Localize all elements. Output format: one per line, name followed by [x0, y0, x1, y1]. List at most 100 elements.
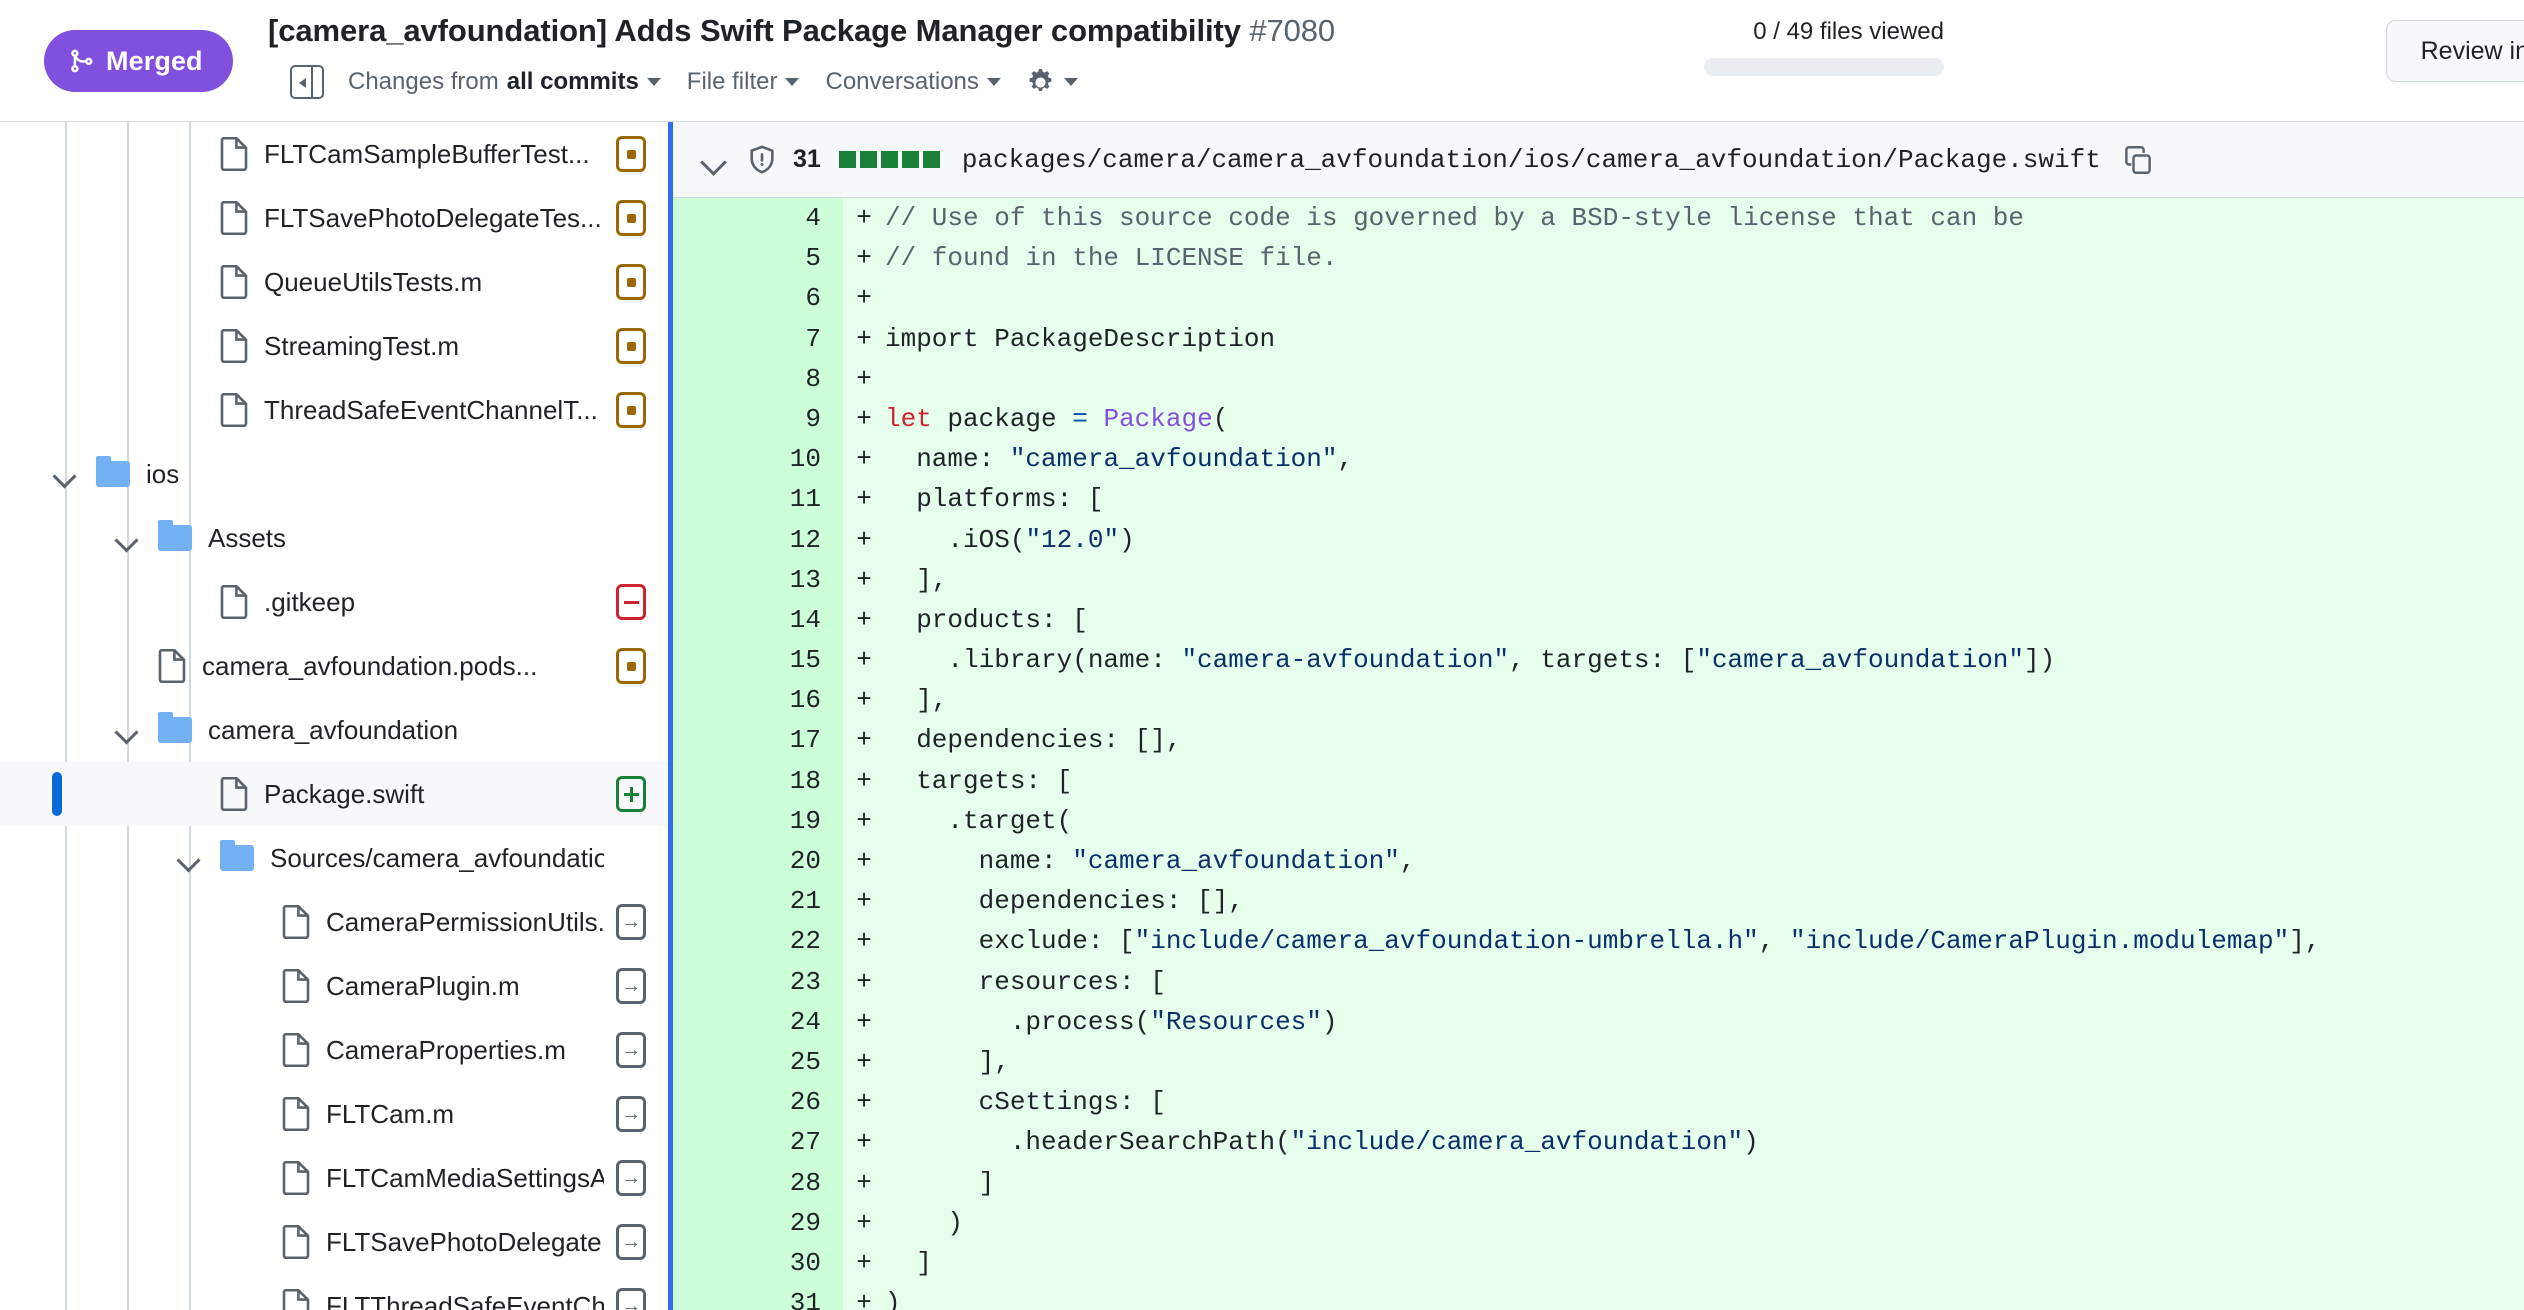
file-status-badge-modified [616, 264, 646, 300]
diff-line[interactable]: 24+ .process("Resources") [673, 1001, 2524, 1042]
diff-line[interactable]: 13+ ], [673, 559, 2524, 600]
diff-line[interactable]: 25+ ], [673, 1041, 2524, 1083]
file-tree-sidebar[interactable]: FLTCamSampleBufferTest...FLTSavePhotoDel… [0, 122, 668, 1310]
diff-line-number: 22 [673, 921, 843, 962]
gear-icon [1027, 68, 1054, 96]
changes-from-value: all commits [506, 68, 639, 95]
tree-file-row[interactable]: Package.swift [0, 762, 668, 826]
diff-settings-dropdown[interactable] [1027, 68, 1078, 96]
chevron-down-icon[interactable] [176, 845, 202, 871]
code-token: "12.0" [1025, 524, 1120, 555]
diff-line-code: .headerSearchPath("include/camera_avfoun… [885, 1122, 1759, 1162]
tree-indent-spacer [0, 410, 176, 411]
tree-indent-spacer [0, 1306, 238, 1307]
tree-folder-row[interactable]: ios [0, 442, 668, 506]
diff-line[interactable]: 28+ ] [673, 1162, 2524, 1203]
code-token: , [1399, 846, 1416, 876]
diff-line-marker: + [856, 283, 872, 314]
copy-path-icon[interactable] [2123, 144, 2153, 176]
diff-line-number: 9 [673, 398, 843, 440]
chevron-down-icon[interactable] [114, 717, 140, 743]
diff-line[interactable]: 9+let package = Package( [673, 398, 2524, 440]
file-icon [220, 777, 248, 811]
diff-line[interactable]: 19+ .target( [673, 800, 2524, 842]
selected-file-indicator [52, 772, 62, 816]
diff-line-number: 31 [673, 1283, 843, 1310]
tree-folder-row[interactable]: Assets [0, 506, 668, 570]
tree-file-row[interactable]: FLTCam.m [0, 1082, 668, 1146]
diff-line-number: 10 [673, 439, 843, 480]
diff-line[interactable]: 5+// found in the LICENSE file. [673, 238, 2524, 279]
diff-line[interactable]: 16+ ], [673, 680, 2524, 721]
diff-line[interactable]: 6+ [673, 278, 2524, 319]
tree-file-row[interactable]: QueueUtilsTests.m [0, 250, 668, 314]
diff-line[interactable]: 27+ .headerSearchPath("include/camera_av… [673, 1122, 2524, 1163]
diff-line[interactable]: 8+ [673, 358, 2524, 399]
diff-line[interactable]: 30+ ] [673, 1242, 2524, 1284]
changes-from-dropdown[interactable]: Changes from all commits [348, 68, 661, 96]
code-token: resources: [ [885, 966, 1166, 997]
diff-line[interactable]: 20+ name: "camera_avfoundation", [673, 841, 2524, 882]
tree-item-label: .gitkeep [264, 586, 356, 617]
diff-line[interactable]: 15+ .library(name: "camera-avfoundation"… [673, 640, 2524, 681]
file-filter-dropdown[interactable]: File filter [687, 68, 800, 96]
code-token: , [1337, 444, 1354, 475]
tree-file-row[interactable]: FLTCamSampleBufferTest... [0, 122, 668, 186]
code-token: name: [885, 444, 1010, 475]
file-icon [282, 1225, 310, 1259]
tree-file-row[interactable]: CameraPermissionUtils.m [0, 890, 668, 954]
diff-line[interactable]: 31+) [673, 1283, 2524, 1310]
diff-code-body: 4+// Use of this source code is governed… [673, 198, 2524, 1310]
diff-line-code: // found in the LICENSE file. [885, 238, 1337, 278]
chevron-down-icon[interactable] [52, 461, 78, 487]
diff-line[interactable]: 4+// Use of this source code is governed… [673, 198, 2524, 239]
file-icon [282, 905, 310, 939]
tree-folder-row[interactable]: Sources/camera_avfoundation [0, 826, 668, 890]
diff-file-header[interactable]: 31 packages/camera/camera_avfoundation/i… [673, 122, 2524, 198]
diff-line-marker: + [856, 886, 872, 917]
diff-line[interactable]: 17+ dependencies: [], [673, 720, 2524, 761]
diff-line[interactable]: 26+ cSettings: [ [673, 1082, 2524, 1123]
diff-line-marker: + [856, 1207, 872, 1238]
diff-line[interactable]: 22+ exclude: ["include/camera_avfoundati… [673, 921, 2524, 962]
diff-line[interactable]: 21+ dependencies: [], [673, 881, 2524, 922]
file-status-badge-renamed [616, 1224, 646, 1260]
diff-file-path: packages/camera/camera_avfoundation/ios/… [961, 144, 2101, 175]
diff-line[interactable]: 11+ platforms: [ [673, 479, 2524, 520]
git-merge-icon [68, 48, 94, 74]
diff-line[interactable]: 23+ resources: [ [673, 961, 2524, 1002]
tree-file-row[interactable]: .gitkeep [0, 570, 668, 634]
tree-folder-row[interactable]: camera_avfoundation [0, 698, 668, 762]
folder-icon [158, 712, 192, 743]
code-token: name: [885, 846, 1073, 876]
diff-line-code: name: "camera_avfoundation", [885, 439, 1353, 479]
tree-file-row[interactable]: StreamingTest.m [0, 314, 668, 378]
changes-from-label: Changes from [348, 68, 499, 95]
tree-item-label: CameraPlugin.m [326, 970, 520, 1001]
diff-line[interactable]: 18+ targets: [ [673, 760, 2524, 801]
diff-line[interactable]: 7+import PackageDescription [673, 318, 2524, 359]
diff-line-marker: + [856, 403, 872, 434]
tree-item-label: Package.swift [264, 778, 425, 809]
diff-line[interactable]: 14+ products: [ [673, 599, 2524, 641]
sidebar-toggle-icon[interactable] [290, 65, 324, 99]
tree-file-row[interactable]: CameraPlugin.m [0, 954, 668, 1018]
tree-item-label: camera_avfoundation [208, 714, 459, 745]
diff-line[interactable]: 10+ name: "camera_avfoundation", [673, 439, 2524, 480]
chevron-down-icon[interactable] [114, 525, 140, 551]
collapse-diff-chevron-icon[interactable] [699, 145, 729, 175]
diff-line[interactable]: 29+ ) [673, 1202, 2524, 1243]
diff-line[interactable]: 12+ .iOS("12.0") [673, 519, 2524, 560]
code-token: = [1072, 403, 1088, 434]
tree-file-row[interactable]: CameraProperties.m [0, 1018, 668, 1082]
tree-file-row[interactable]: FLTThreadSafeEventCha... [0, 1274, 668, 1310]
tree-file-row[interactable]: FLTSavePhotoDelegateTes... [0, 186, 668, 250]
conversations-dropdown[interactable]: Conversations [825, 68, 1001, 96]
tree-file-row[interactable]: camera_avfoundation.pods... [0, 634, 668, 698]
review-in-button[interactable]: Review in [2385, 20, 2524, 82]
code-token: // found in the LICENSE file. [885, 243, 1338, 274]
tree-file-row[interactable]: FLTCamMediaSettingsAV... [0, 1146, 668, 1210]
tree-icon-spacer [176, 218, 220, 219]
tree-file-row[interactable]: ThreadSafeEventChannelT... [0, 378, 668, 442]
tree-file-row[interactable]: FLTSavePhotoDelegate.m [0, 1210, 668, 1274]
